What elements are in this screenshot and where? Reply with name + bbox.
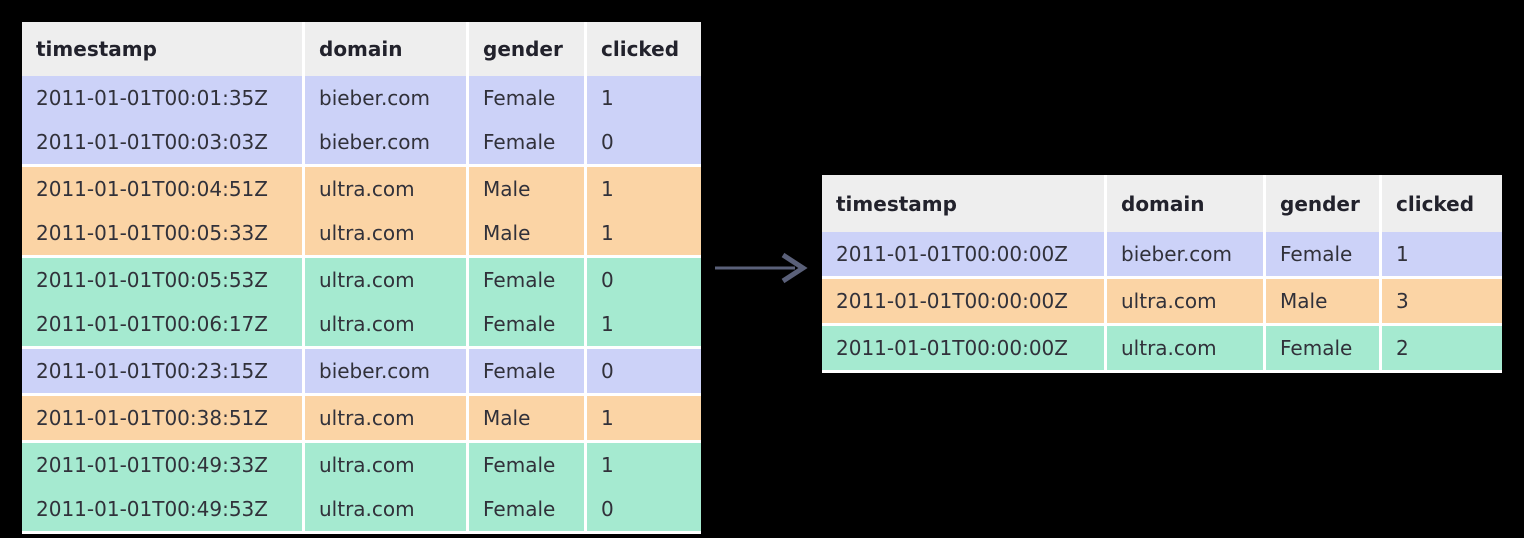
table-header-row: timestamp domain gender clicked — [822, 175, 1502, 232]
cell-clicked: 1 — [587, 211, 701, 258]
cell-clicked: 0 — [587, 258, 701, 302]
cell-clicked: 1 — [587, 76, 701, 120]
column-header-timestamp: timestamp — [22, 22, 305, 76]
cell-gender: Female — [469, 302, 587, 349]
cell-gender: Male — [469, 211, 587, 258]
cell-domain: ultra.com — [305, 167, 469, 211]
column-header-timestamp: timestamp — [822, 175, 1107, 232]
cell-clicked: 2 — [1382, 326, 1502, 373]
cell-gender: Female — [469, 349, 587, 396]
cell-timestamp: 2011-01-01T00:04:51Z — [22, 167, 305, 211]
aggregated-events-table-header: timestamp domain gender clicked — [822, 175, 1502, 232]
column-header-gender: gender — [1266, 175, 1382, 232]
cell-domain: ultra.com — [305, 443, 469, 487]
cell-domain: ultra.com — [1107, 326, 1266, 373]
column-header-clicked: clicked — [1382, 175, 1502, 232]
cell-domain: ultra.com — [305, 302, 469, 349]
cell-domain: ultra.com — [305, 211, 469, 258]
column-header-clicked: clicked — [587, 22, 701, 76]
cell-gender: Female — [469, 258, 587, 302]
cell-gender: Male — [1266, 279, 1382, 326]
cell-clicked: 1 — [587, 396, 701, 443]
cell-gender: Female — [469, 487, 587, 534]
cell-timestamp: 2011-01-01T00:00:00Z — [822, 232, 1107, 279]
cell-clicked: 0 — [587, 487, 701, 534]
column-header-gender: gender — [469, 22, 587, 76]
arrow-right-icon — [715, 252, 808, 284]
cell-timestamp: 2011-01-01T00:05:53Z — [22, 258, 305, 302]
cell-clicked: 0 — [587, 349, 701, 396]
cell-gender: Female — [469, 76, 587, 120]
cell-gender: Female — [469, 443, 587, 487]
table-header-row: timestamp domain gender clicked — [22, 22, 701, 76]
cell-clicked: 1 — [587, 167, 701, 211]
cell-gender: Female — [1266, 326, 1382, 373]
cell-timestamp: 2011-01-01T00:38:51Z — [22, 396, 305, 443]
column-header-domain: domain — [305, 22, 469, 76]
cell-clicked: 1 — [587, 302, 701, 349]
cell-domain: ultra.com — [1107, 279, 1266, 326]
cell-clicked: 1 — [1382, 232, 1502, 279]
cell-timestamp: 2011-01-01T00:03:03Z — [22, 120, 305, 167]
raw-events-table-header: timestamp domain gender clicked — [22, 22, 701, 76]
cell-clicked: 0 — [587, 120, 701, 167]
cell-timestamp: 2011-01-01T00:00:00Z — [822, 279, 1107, 326]
cell-domain: ultra.com — [305, 487, 469, 534]
cell-gender: Male — [469, 396, 587, 443]
cell-timestamp: 2011-01-01T00:06:17Z — [22, 302, 305, 349]
cell-timestamp: 2011-01-01T00:49:53Z — [22, 487, 305, 534]
cell-timestamp: 2011-01-01T00:00:00Z — [822, 326, 1107, 373]
cell-gender: Female — [469, 120, 587, 167]
cell-clicked: 1 — [587, 443, 701, 487]
cell-gender: Female — [1266, 232, 1382, 279]
cell-domain: ultra.com — [305, 258, 469, 302]
raw-events-table: timestamp domain gender clicked 2011-01-… — [22, 22, 701, 534]
cell-domain: bieber.com — [305, 76, 469, 120]
cell-gender: Male — [469, 167, 587, 211]
cell-domain: bieber.com — [305, 349, 469, 396]
cell-timestamp: 2011-01-01T00:23:15Z — [22, 349, 305, 396]
cell-timestamp: 2011-01-01T00:05:33Z — [22, 211, 305, 258]
cell-timestamp: 2011-01-01T00:49:33Z — [22, 443, 305, 487]
cell-timestamp: 2011-01-01T00:01:35Z — [22, 76, 305, 120]
column-header-domain: domain — [1107, 175, 1266, 232]
cell-domain: ultra.com — [305, 396, 469, 443]
cell-domain: bieber.com — [1107, 232, 1266, 279]
cell-clicked: 3 — [1382, 279, 1502, 326]
aggregated-events-table: timestamp domain gender clicked 2011-01-… — [822, 175, 1502, 373]
cell-domain: bieber.com — [305, 120, 469, 167]
